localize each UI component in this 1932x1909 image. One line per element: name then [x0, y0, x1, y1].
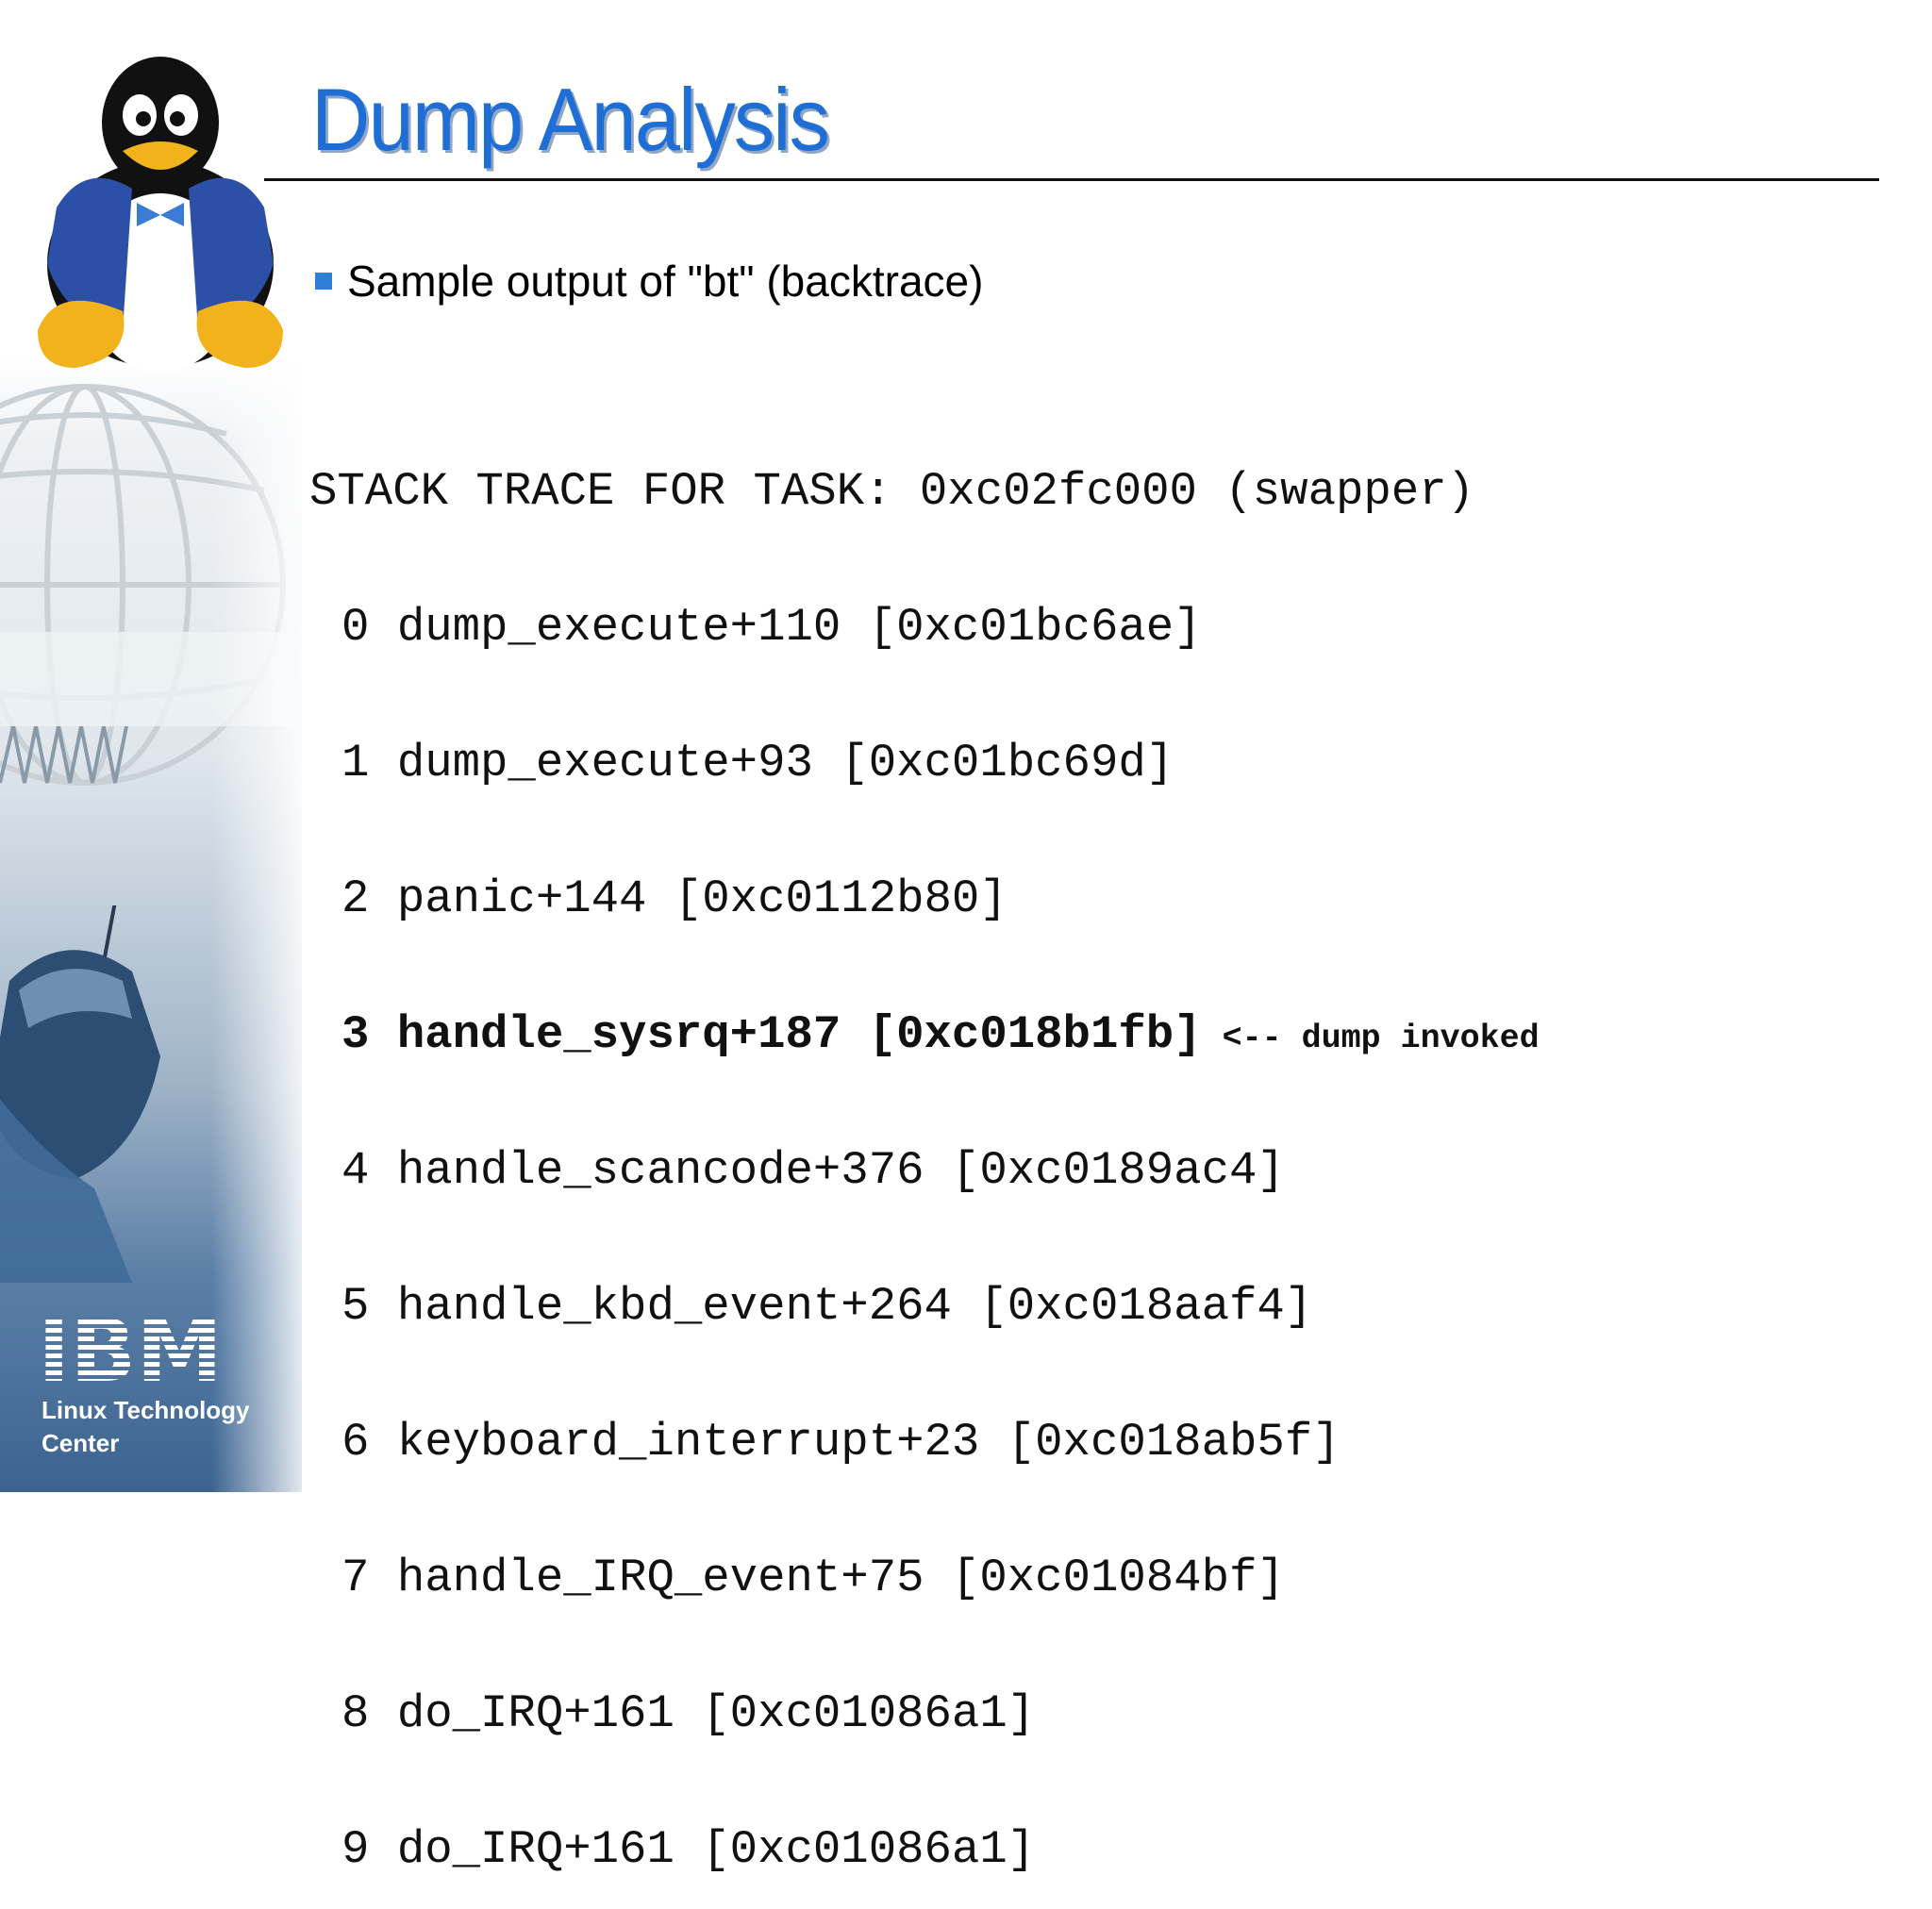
frame-index: 3: [341, 1008, 370, 1061]
frame-address: [0xc0112b80]: [674, 872, 1008, 925]
frame-address: [0xc0189ac4]: [951, 1144, 1285, 1197]
caption-line-1: Linux Technology: [42, 1396, 250, 1424]
trace-frame-7: 7 handle_IRQ_event+75 [0xc01084bf]: [309, 1536, 1540, 1620]
frame-symbol: panic+144: [396, 872, 647, 925]
frame-index: 1: [341, 737, 370, 789]
frame-index: 0: [341, 601, 370, 654]
trace-frame-2: 2 panic+144 [0xc0112b80]: [309, 856, 1540, 941]
frame-address: [0xc018ab5f]: [1007, 1416, 1341, 1469]
frame-address: [0xc01bc69d]: [841, 737, 1174, 789]
sidebar-artwork: IBM Linux Technology Center: [0, 0, 302, 1492]
frame-index: 7: [341, 1552, 370, 1604]
frame-index: 6: [341, 1416, 370, 1469]
sidebar-fade: [0, 358, 302, 1492]
frame-address: [0xc01086a1]: [702, 1687, 1036, 1740]
sidebar-caption: Linux Technology Center: [42, 1394, 277, 1460]
frame-symbol: keyboard_interrupt+23: [396, 1416, 980, 1469]
bullet-text: Sample output of "bt" (backtrace): [347, 257, 984, 306]
frame-address: [0xc018aaf4]: [979, 1280, 1313, 1333]
frame-symbol: dump_execute+110: [396, 601, 841, 654]
frame-address: [0xc01086a1]: [702, 1823, 1036, 1876]
frame-index: 8: [341, 1687, 370, 1740]
title-divider: [264, 178, 1879, 181]
svg-text:IBM: IBM: [38, 1311, 223, 1386]
frame-symbol: handle_kbd_event+264: [396, 1280, 952, 1333]
trace-frame-6: 6 keyboard_interrupt+23 [0xc018ab5f]: [309, 1400, 1540, 1485]
bullet-square-icon: [315, 273, 332, 290]
frame-symbol: dump_execute+93: [396, 737, 813, 789]
frame-symbol: handle_sysrq+187: [396, 1008, 841, 1061]
frame-symbol: do_IRQ+161: [396, 1823, 675, 1876]
trace-frame-5: 5 handle_kbd_event+264 [0xc018aaf4]: [309, 1264, 1540, 1349]
dump-invoked-note: <-- dump invoked: [1222, 1020, 1540, 1057]
stack-trace: STACK TRACE FOR TASK: 0xc02fc000 (swappe…: [309, 415, 1540, 1909]
frame-symbol: do_IRQ+161: [396, 1687, 675, 1740]
frame-symbol: handle_IRQ_event+75: [396, 1552, 924, 1604]
trace-frame-4: 4 handle_scancode+376 [0xc0189ac4]: [309, 1128, 1540, 1213]
frame-index: 9: [341, 1823, 370, 1876]
frame-address: [0xc018b1fb]: [868, 1008, 1202, 1061]
frame-address: [0xc01084bf]: [951, 1552, 1285, 1604]
frame-address: [0xc01bc6ae]: [868, 601, 1202, 654]
bullet-item: Sample output of "bt" (backtrace): [315, 253, 983, 309]
caption-line-2: Center: [42, 1429, 120, 1457]
frame-symbol: handle_scancode+376: [396, 1144, 924, 1197]
trace-header: STACK TRACE FOR TASK: 0xc02fc000 (swappe…: [309, 465, 1475, 518]
trace-frame-9: 9 do_IRQ+161 [0xc01086a1]: [309, 1807, 1540, 1892]
trace-frame-1: 1 dump_execute+93 [0xc01bc69d]: [309, 721, 1540, 805]
tux-penguin-icon: [38, 57, 283, 373]
trace-frame-3-highlighted: 3 handle_sysrq+187 [0xc018b1fb] <-- dump …: [309, 992, 1540, 1077]
ibm-logo: IBM: [38, 1311, 223, 1386]
slide-title: Dump Analysis: [311, 70, 830, 169]
frame-index: 5: [341, 1280, 370, 1333]
frame-index: 4: [341, 1144, 370, 1197]
frame-index: 2: [341, 872, 370, 925]
trace-frame-8: 8 do_IRQ+161 [0xc01086a1]: [309, 1671, 1540, 1756]
trace-frame-0: 0 dump_execute+110 [0xc01bc6ae]: [309, 585, 1540, 670]
